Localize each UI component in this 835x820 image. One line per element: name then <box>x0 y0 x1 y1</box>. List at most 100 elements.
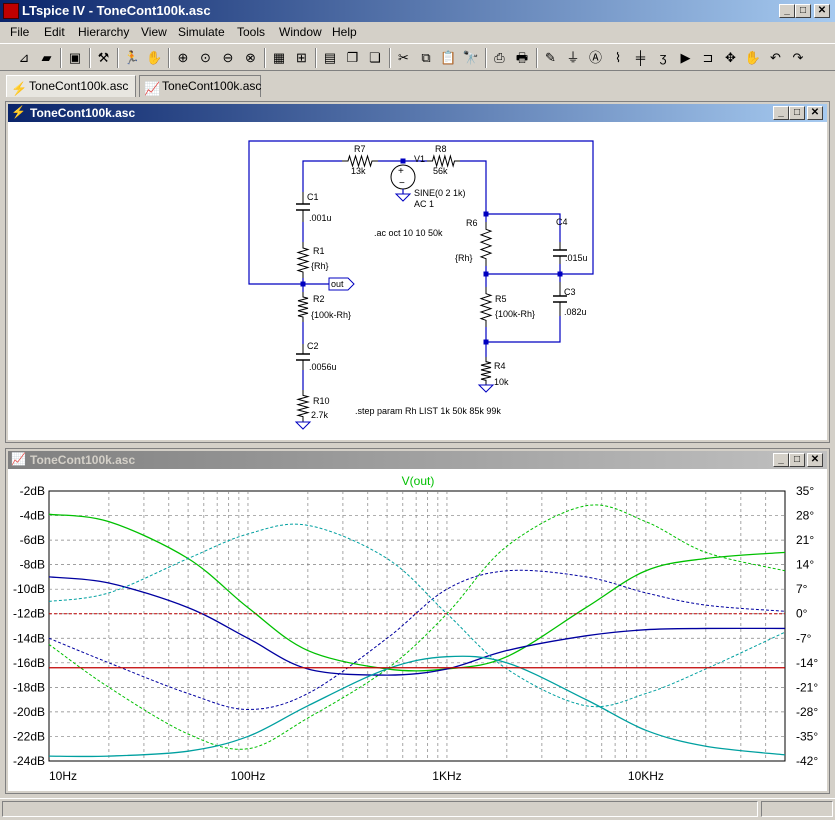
tile-horizontal-icon[interactable]: ▤ <box>323 50 337 65</box>
run-icon[interactable]: 🏃 <box>123 50 141 65</box>
redo-icon[interactable]: ↷ <box>792 50 804 65</box>
schematic-minimize-button[interactable]: _ <box>773 106 789 120</box>
capacitor-c4[interactable] <box>553 242 567 264</box>
plot-area[interactable] <box>48 490 786 762</box>
y-tick-label-left: -14dB <box>13 631 45 645</box>
zoom-in-icon[interactable]: ⊕ <box>177 50 189 65</box>
schematic-maximize-button[interactable]: □ <box>789 106 805 120</box>
label-r6-name: R6 <box>466 218 478 228</box>
zoom-out-icon[interactable]: ⊖ <box>222 50 234 65</box>
menu-file[interactable]: File <box>10 25 30 39</box>
drag-icon[interactable]: ✋ <box>744 50 762 65</box>
new-schematic-icon[interactable]: ⊿ <box>18 50 30 65</box>
menu-simulate[interactable]: Simulate <box>178 25 225 39</box>
save-icon[interactable]: ▣ <box>68 50 82 65</box>
cut-icon[interactable]: ✂ <box>398 50 409 65</box>
find-icon[interactable]: 🔭 <box>462 50 480 65</box>
toolbar-separator <box>388 48 391 68</box>
y-tick-label-right: -35° <box>796 729 818 743</box>
resistor-r8[interactable] <box>427 154 460 168</box>
resistor-body <box>479 222 493 266</box>
maximize-button[interactable]: □ <box>795 4 811 18</box>
zoom-fit-icon[interactable]: ⊗ <box>245 50 256 65</box>
label-r5-name: R5 <box>495 294 507 304</box>
status-panel <box>761 801 833 817</box>
schematic-close-button[interactable]: ✕ <box>807 106 823 120</box>
minimize-button[interactable]: _ <box>779 4 795 18</box>
halt-icon[interactable]: ✋ <box>146 50 163 65</box>
wire[interactable] <box>486 316 561 343</box>
diode-icon[interactable]: ▶ <box>680 50 691 65</box>
resistor-r2[interactable] <box>297 292 309 322</box>
component-icon[interactable]: ⊐ <box>702 50 714 65</box>
y-tick-label-right: 21° <box>796 533 814 547</box>
capacitor-c2[interactable] <box>296 344 310 370</box>
cascade-icon[interactable]: ❐ <box>346 50 359 65</box>
paste-icon[interactable]: 📋 <box>440 50 457 65</box>
menu-window[interactable]: Window <box>279 25 322 39</box>
wire[interactable] <box>248 140 594 285</box>
open-icon[interactable]: ▰ <box>41 50 52 65</box>
tab-document-1[interactable]: ⚡ToneCont100k.asc <box>6 75 136 97</box>
x-tick-label: 100Hz <box>231 769 266 783</box>
resistor-r5[interactable] <box>479 287 493 327</box>
resistor-r4[interactable] <box>480 357 492 385</box>
tab-document-2[interactable]: 📈ToneCont100k.asc <box>139 75 261 97</box>
schematic-titlebar: ⚡ ToneCont100k.asc _ □ ✕ <box>8 104 827 122</box>
series-line-5 <box>48 655 786 758</box>
menu-view[interactable]: View <box>141 25 167 39</box>
autoscale-icon[interactable]: ▦ <box>272 50 286 65</box>
label-net-icon[interactable]: Ⓐ <box>588 50 602 65</box>
y-tick-label-right: 35° <box>796 484 814 498</box>
label-r5-value: {100k-Rh} <box>495 309 535 319</box>
grid-icon[interactable]: ⊞ <box>296 50 307 65</box>
print-preview-icon[interactable]: ⎙ <box>494 50 505 65</box>
resistor-r10[interactable] <box>296 390 310 422</box>
toolbar-separator <box>168 48 170 68</box>
label-r2-name: R2 <box>313 294 325 304</box>
waveform-minimize-button[interactable]: _ <box>773 453 789 467</box>
capacitor-icon[interactable]: ╪ <box>635 50 646 65</box>
x-tick-label: 1KHz <box>432 769 461 783</box>
wire-icon[interactable]: ✎ <box>545 50 556 65</box>
capacitor-c1[interactable] <box>296 192 310 222</box>
waveform-maximize-button[interactable]: □ <box>789 453 805 467</box>
resistor-r1[interactable] <box>296 242 310 278</box>
source-minus-sign: − <box>399 178 405 189</box>
wire[interactable] <box>302 160 342 192</box>
y-tick-label-left: -24dB <box>13 754 45 768</box>
resistor-icon[interactable]: ⌇ <box>614 50 622 65</box>
copy-icon[interactable]: ⧉ <box>421 50 431 65</box>
menu-tools[interactable]: Tools <box>237 25 266 39</box>
menu-edit[interactable]: Edit <box>44 25 65 39</box>
close-all-icon[interactable]: ❏ <box>369 50 381 65</box>
resistor-r7[interactable] <box>342 154 378 168</box>
waveform-plot[interactable]: -2dB-4dB-6dB-8dB-10dB-12dB-14dB-16dB-18d… <box>8 469 827 791</box>
inductor-icon[interactable]: ʒ <box>659 50 667 65</box>
move-icon[interactable]: ✥ <box>725 50 736 65</box>
menu-bar: File Edit Hierarchy View Simulate Tools Window… <box>0 22 835 42</box>
label-r4-name: R4 <box>494 361 506 371</box>
voltage-source-v1[interactable]: +− <box>390 164 416 190</box>
waveform-window[interactable]: 📈 ToneCont100k.asc _ □ ✕ -2dB-4dB-6dB-8d… <box>5 448 830 794</box>
label-c4-value: .015u <box>565 253 588 263</box>
source-plus-sign: + <box>398 166 404 177</box>
wire[interactable] <box>486 213 561 242</box>
label-c2-name: C2 <box>307 341 319 351</box>
menu-help[interactable]: Help <box>332 25 357 39</box>
print-icon[interactable]: 🖶 <box>515 50 529 65</box>
undo-icon[interactable]: ↶ <box>770 50 781 65</box>
waveform-close-button[interactable]: ✕ <box>807 453 823 467</box>
menu-hierarchy[interactable]: Hierarchy <box>78 25 130 39</box>
status-text <box>2 801 758 817</box>
zoom-pan-icon[interactable]: ⊙ <box>200 50 211 65</box>
resistor-r6[interactable] <box>479 222 493 266</box>
schematic-window-icon: ⚡ <box>11 105 26 119</box>
ground-icon[interactable]: ⏚ <box>566 50 580 65</box>
wire[interactable] <box>460 160 487 214</box>
control-panel-icon[interactable]: ⚒ <box>97 50 110 65</box>
capacitor-c3[interactable] <box>553 282 567 316</box>
close-button[interactable]: ✕ <box>814 4 830 18</box>
